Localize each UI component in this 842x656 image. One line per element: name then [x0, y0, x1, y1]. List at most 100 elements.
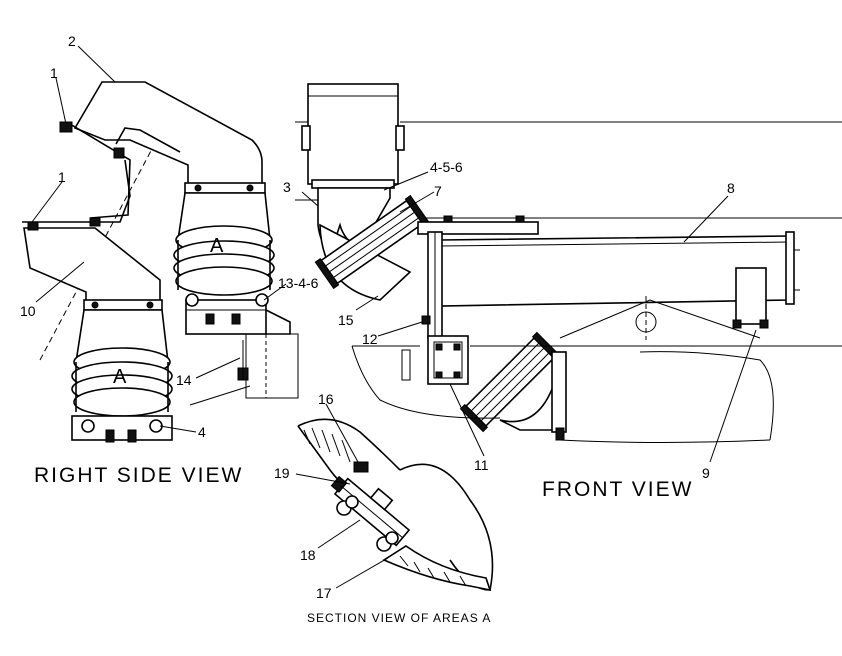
leader-10: [35, 261, 85, 303]
flange-bolt: [91, 301, 99, 309]
callout-9: 9: [702, 465, 710, 481]
base-wavy: [351, 345, 771, 443]
callout-8: 8: [727, 180, 735, 196]
end-bolt: [732, 319, 742, 329]
right-side-view: A A: [20, 33, 319, 487]
plate-bolt: [105, 429, 115, 443]
section-bolt-head: [385, 531, 399, 545]
mount-boss: [255, 293, 269, 307]
callout-11: 11: [474, 457, 489, 473]
leader-3: [301, 191, 319, 207]
upper-elbow-inner: [115, 127, 181, 153]
top-platform: [417, 221, 539, 235]
lower-bolt: [555, 427, 565, 441]
upper-elbow-duct: [73, 81, 263, 186]
housing-tab: [301, 125, 311, 151]
lower-column: [551, 351, 567, 433]
lower-bolt: [89, 217, 101, 227]
platform-bolt: [443, 215, 453, 223]
callout-16: 16: [318, 391, 334, 407]
callout-1-left: 1: [58, 169, 66, 185]
callout-14: 14: [176, 372, 192, 388]
callout-3: 3: [283, 179, 291, 195]
callout-17: 17: [316, 585, 332, 601]
plate-bolt: [205, 313, 215, 325]
upper-clamp: [113, 147, 125, 159]
section-bolt-head: [345, 495, 359, 509]
end-bolt: [759, 319, 769, 329]
flange-bolt: [146, 301, 154, 309]
upper-mount-plate: [185, 299, 267, 335]
side-bracket: [265, 309, 291, 335]
section-clamp: [330, 475, 411, 547]
section-lower-wall: [382, 545, 492, 592]
callout-1-top: 1: [50, 65, 58, 81]
flange-bolt: [246, 184, 254, 192]
callout-4-5-6: 4-5-6: [430, 159, 463, 175]
mount-boss: [185, 293, 199, 307]
callout-2: 2: [68, 33, 76, 49]
leader-1-left: [31, 181, 63, 223]
bracket-bolt: [435, 371, 443, 379]
leader-1-top: [55, 77, 67, 125]
leader-4-5-6: [383, 171, 429, 191]
callout-12: 12: [362, 331, 378, 347]
side-plate: [245, 333, 299, 399]
area-label-lower: A: [113, 366, 127, 388]
leader-18: [317, 519, 361, 549]
upper-diagonal-bellows: [314, 194, 430, 290]
base-post: [401, 349, 411, 381]
callout-10: 10: [20, 303, 36, 319]
base-wavy-right: [639, 351, 774, 441]
leader-17: [335, 557, 389, 589]
leader-2: [77, 45, 116, 83]
lower-bracket-arm: [22, 159, 131, 223]
center-line: [39, 114, 171, 361]
duct-line: [439, 241, 791, 247]
upper-bellows: [173, 225, 275, 296]
section-hatching: [303, 427, 351, 463]
platform-bolt: [515, 215, 525, 223]
mount-boss: [81, 419, 95, 433]
bracket-bolt: [435, 343, 443, 351]
section-view: 16 19 18 17 SECTION VIEW OF AREAS A: [274, 391, 494, 625]
housing-tab: [395, 125, 405, 151]
front-view: 4-5-6 3 7 8 15 12 11 9 FRONT VIEW: [283, 83, 842, 501]
bracket-inner: [433, 341, 463, 379]
leader-4: [159, 425, 197, 433]
leader-15: [355, 295, 379, 311]
section-nut: [353, 461, 369, 473]
callout-18: 18: [300, 547, 316, 563]
end-bracket-box: [735, 267, 767, 325]
right-side-view-title: RIGHT SIDE VIEW: [34, 464, 243, 487]
front-view-title: FRONT VIEW: [542, 478, 693, 501]
frame-triangle: [559, 299, 761, 339]
leader-8: [683, 195, 729, 243]
section-upper-wall: [297, 418, 401, 471]
leader-16: [325, 403, 359, 463]
lower-elbow-duct: [23, 227, 161, 303]
callout-19: 19: [274, 465, 290, 481]
duct-end-flange: [785, 231, 795, 305]
leader-13-4-6: [263, 283, 287, 301]
leader-14: [195, 357, 241, 379]
area-label-upper: A: [210, 235, 224, 257]
bracket-bolt: [453, 371, 461, 379]
leader-11: [449, 383, 485, 457]
bracket-plate: [427, 335, 469, 385]
flange-bolt: [194, 184, 202, 192]
callout-4: 4: [198, 424, 206, 440]
support-line: [189, 385, 251, 406]
leader-9: [709, 329, 757, 463]
callout-15: 15: [338, 312, 354, 328]
column-bolt: [421, 315, 431, 325]
housing-flange: [311, 179, 395, 189]
section-lower-hatch: [399, 555, 467, 587]
callout-13-4-6: 13-4-6: [278, 275, 319, 291]
leader-19: [295, 473, 351, 485]
leader-12: [377, 321, 423, 337]
top-housing: [307, 83, 399, 185]
leader-7: [399, 191, 435, 213]
plate-bolt: [127, 429, 137, 443]
